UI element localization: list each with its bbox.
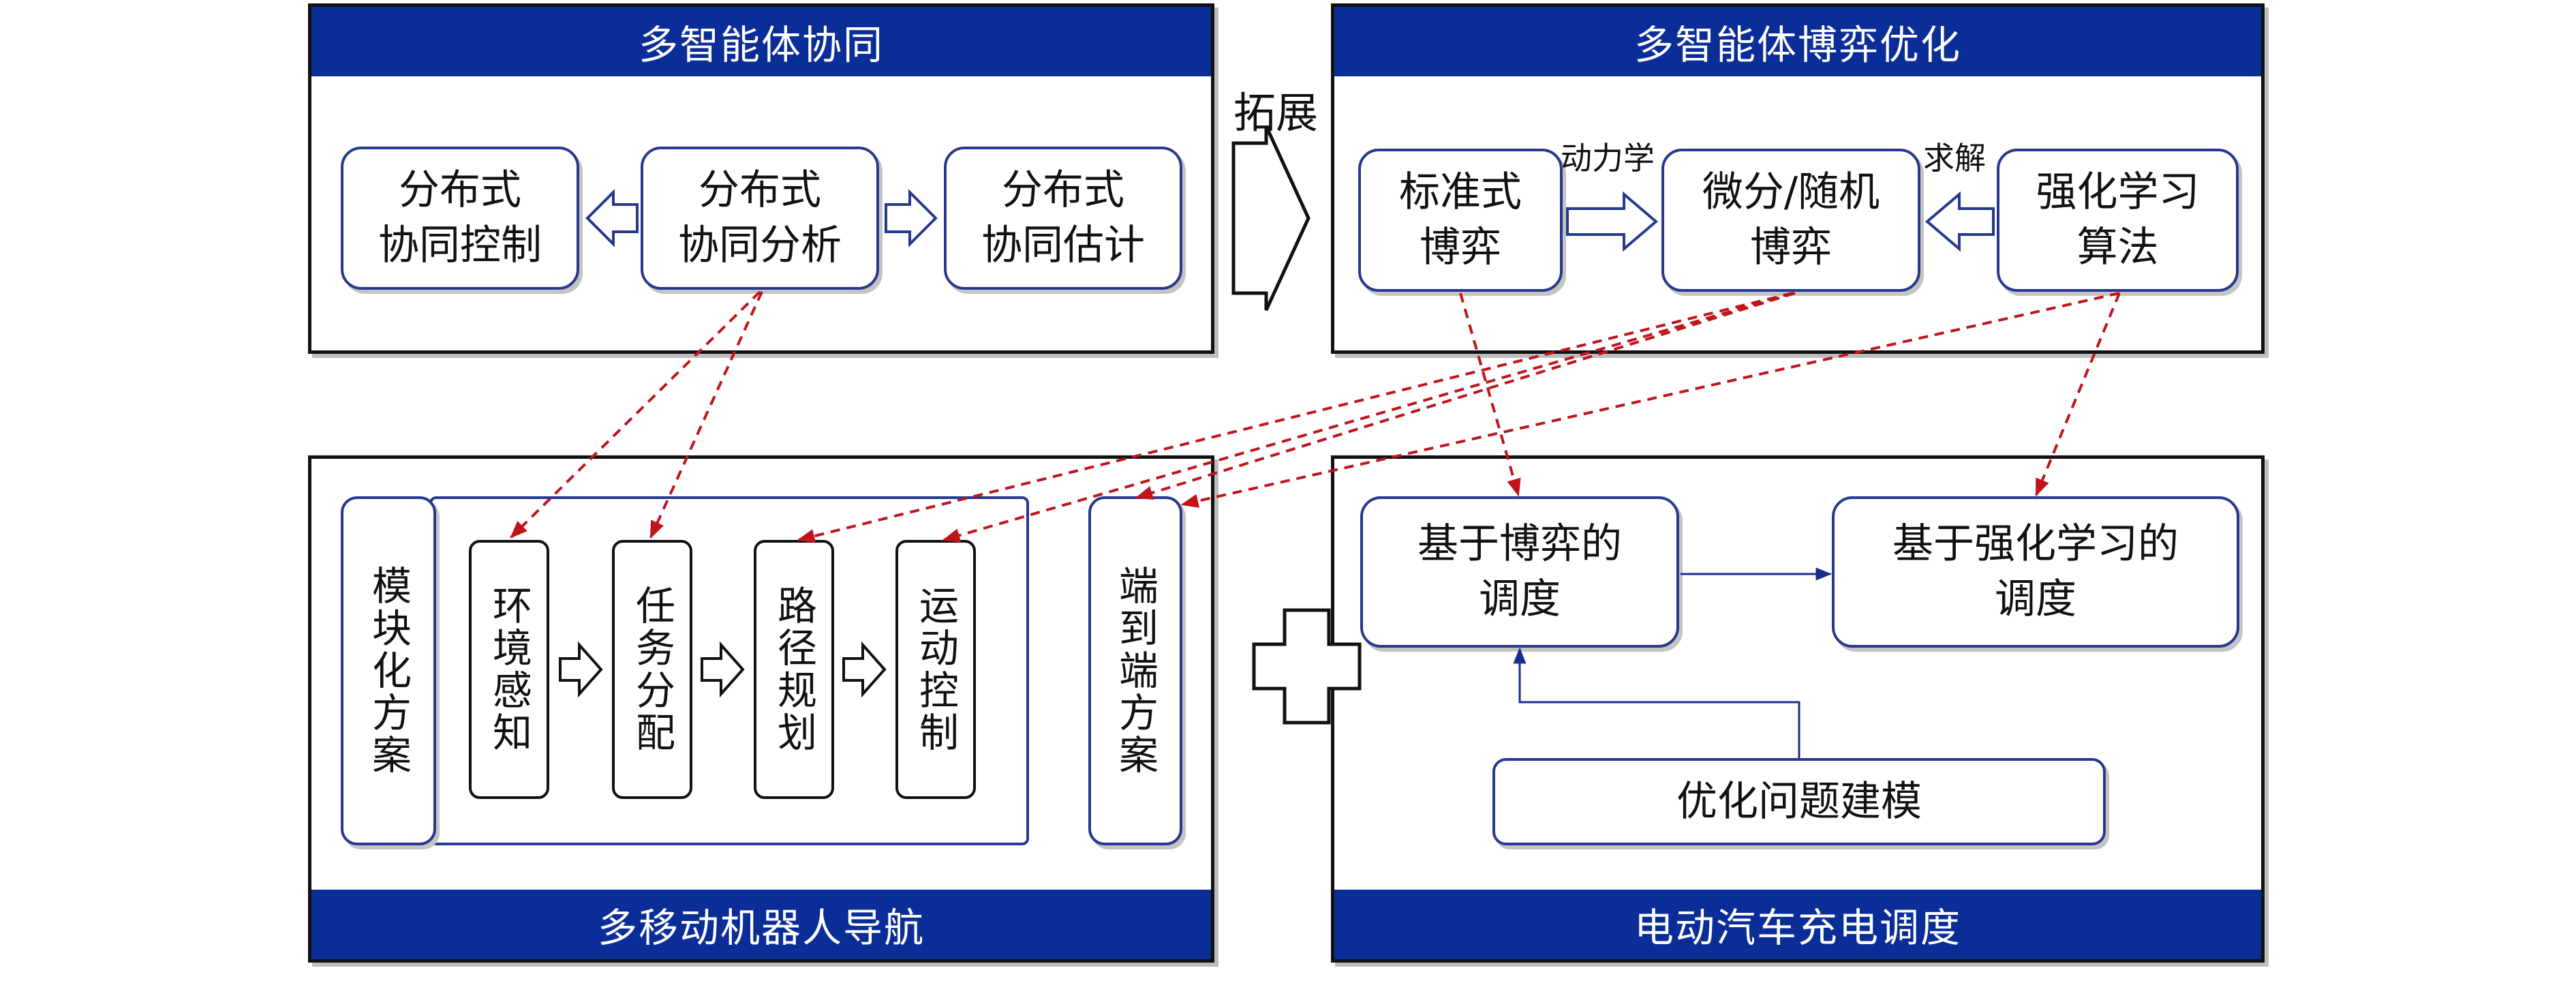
box-rl-based-scheduling: 基于强化学习的 调度 xyxy=(1832,496,2239,648)
box-distributed-control: 分布式 协同控制 xyxy=(341,147,579,290)
end-to-end-scheme-box: 端到端方案 xyxy=(1088,496,1182,845)
box-distributed-analysis: 分布式 协同分析 xyxy=(641,147,879,290)
step-arrow-3 xyxy=(842,641,887,698)
panel-title: 多移动机器人导航 xyxy=(311,890,1211,959)
extend-label: 拓展 xyxy=(1233,88,1319,138)
hollow-arrow-right-1 xyxy=(885,189,938,247)
step-arrow-2 xyxy=(701,641,745,698)
dash-analysis-to-perception xyxy=(510,290,761,539)
dash-diffgame-to-path xyxy=(797,292,1793,543)
hollow-arrow-left-2 xyxy=(1925,191,1995,252)
box-differential-game: 微分/随机 博弈 xyxy=(1661,149,1920,292)
hollow-arrow-right-2 xyxy=(1566,191,1659,252)
box-rl-algorithm: 强化学习 算法 xyxy=(1997,149,2239,292)
dash-analysis-to-allocation xyxy=(649,291,763,539)
step-perception: 环境感知 xyxy=(469,540,549,799)
panel-title: 多智能体博弈优化 xyxy=(1334,7,2261,76)
dash-rl-to-rl-sched xyxy=(2035,292,2121,497)
box-distributed-estimation: 分布式 协同估计 xyxy=(944,147,1182,290)
extend-arrow xyxy=(1231,125,1310,312)
plus-sign xyxy=(1252,608,1362,725)
box-standard-game: 标准式 博弈 xyxy=(1358,149,1563,292)
dash-rl-to-end2end xyxy=(1180,292,2120,508)
dash-diffgame-to-end2end xyxy=(1135,292,1796,500)
box-optimization-modeling: 优化问题建模 xyxy=(1492,758,2106,845)
step-arrow-1 xyxy=(559,641,603,698)
step-motion-control: 运动控制 xyxy=(895,540,976,799)
step-path-planning: 路径规划 xyxy=(754,540,834,799)
dash-standard-to-game-sched xyxy=(1459,292,1521,497)
arrow-label-dynamics: 动力学 xyxy=(1561,140,1655,177)
arrow-modeling-to-game xyxy=(1513,647,1800,758)
box-game-based-scheduling: 基于博弈的 调度 xyxy=(1360,496,1679,648)
hollow-arrow-left-1 xyxy=(585,189,639,247)
panel-title: 多智能体协同 xyxy=(311,7,1211,76)
arrow-label-solve: 求解 xyxy=(1923,140,1986,177)
step-task-allocation: 任务分配 xyxy=(612,540,692,799)
dash-diffgame-to-motion xyxy=(942,292,1794,543)
modular-scheme-box: 模块化方案 xyxy=(341,496,436,845)
panel-title: 电动汽车充电调度 xyxy=(1334,890,2261,959)
